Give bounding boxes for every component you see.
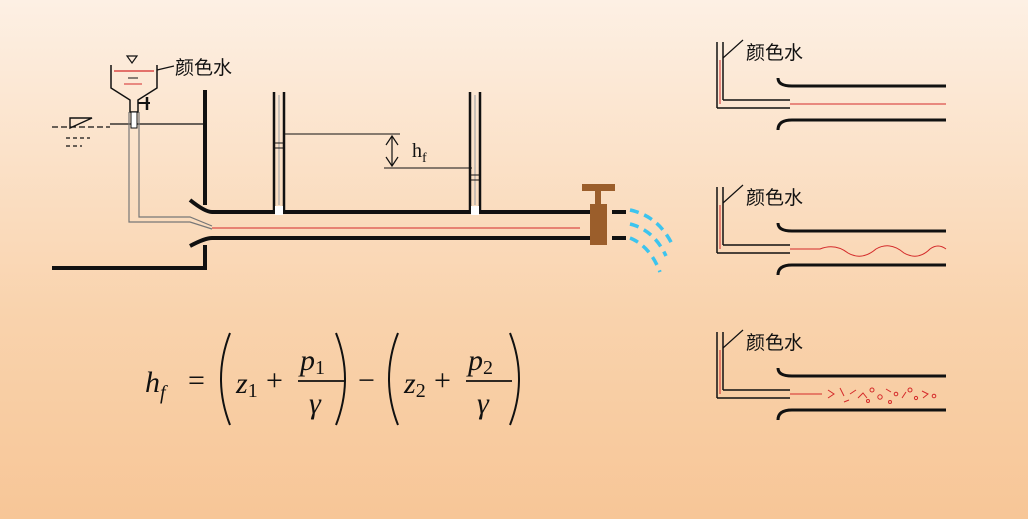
valve <box>582 184 615 245</box>
dye-inlet <box>716 39 790 109</box>
pipe-lower-wall <box>776 118 946 131</box>
tank-bottom <box>52 245 207 270</box>
pipe-lower-wall <box>776 408 946 421</box>
paren-right-2 <box>509 332 520 426</box>
paren-left-2 <box>388 332 399 426</box>
dye-scatter <box>790 387 937 404</box>
dye-label-turbulent: 颜色水 <box>746 332 803 354</box>
formula-equals: = <box>188 364 205 397</box>
formula-z1: z1 <box>235 367 258 402</box>
piezometer-2 <box>468 92 482 215</box>
formula-minus: − <box>358 364 375 397</box>
formula-gamma-1: γ <box>309 387 322 420</box>
formula-p1: p1 <box>298 344 325 379</box>
head-loss-dimension <box>284 133 472 169</box>
dye-funnel <box>110 55 175 113</box>
dye-streak-wavy <box>790 245 947 257</box>
hf-label: hf <box>412 140 427 166</box>
formula-plus-2: + <box>434 364 451 397</box>
dye-label-transition: 颜色水 <box>746 187 803 209</box>
dye-label: 颜色水 <box>175 57 232 79</box>
pipe-bottom-wall <box>189 236 597 248</box>
dye-label-laminar: 颜色水 <box>746 42 803 64</box>
formula-plus-1: + <box>266 364 283 397</box>
pipe-top-wall <box>188 198 597 214</box>
pipe-upper-wall <box>776 77 946 88</box>
pipe-upper-wall <box>776 222 946 233</box>
formula-lhs: hf <box>145 366 168 404</box>
paren-right-1 <box>335 332 346 426</box>
formula-gamma-2: γ <box>477 387 490 420</box>
formula-p2: p2 <box>466 344 493 379</box>
piezometer-1 <box>272 92 286 215</box>
head-loss-formula: hf = z1 + p1 γ − z2 + p2 γ <box>145 332 520 426</box>
formula-z2: z2 <box>403 367 426 402</box>
water-jet <box>629 208 674 273</box>
pipe-upper-wall <box>776 367 946 378</box>
flow-transition: 颜色水 <box>716 184 947 276</box>
paren-left-1 <box>220 332 231 426</box>
dye-tube <box>128 111 580 230</box>
apparatus: 颜色水 <box>52 55 674 273</box>
flow-turbulent: 颜色水 <box>716 329 946 421</box>
flow-laminar: 颜色水 <box>716 39 946 131</box>
pipe-lower-wall <box>776 263 946 276</box>
dye-inlet <box>716 184 790 254</box>
dye-inlet <box>716 329 790 399</box>
water-level-symbol <box>52 117 110 147</box>
